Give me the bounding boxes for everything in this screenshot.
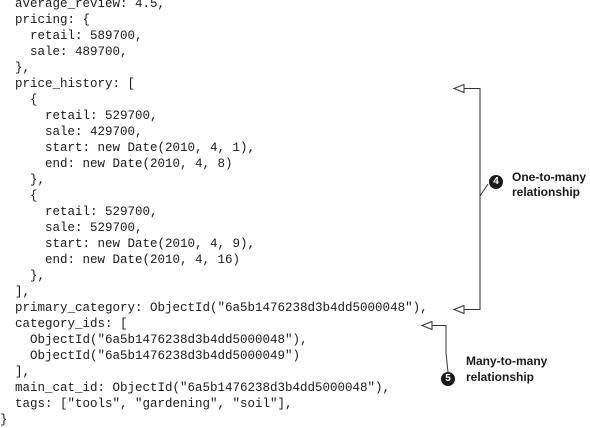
many-to-many-bracket-line bbox=[432, 325, 447, 353]
code-line: ObjectId("6a5b1476238d3b4dd5000048"), bbox=[0, 333, 308, 347]
code-line: average_review: 4.5, bbox=[0, 0, 166, 11]
code-listing: average_review: 4.5, pricing: { retail: … bbox=[0, 0, 428, 427]
arrowhead-icon bbox=[452, 304, 465, 315]
code-line: main_cat_id: ObjectId("6a5b1476238d3b4dd… bbox=[0, 381, 391, 395]
code-line: retail: 589700, bbox=[0, 29, 143, 43]
code-line: pricing: { bbox=[0, 13, 91, 27]
code-line: sale: 489700, bbox=[0, 45, 128, 59]
code-line: }, bbox=[0, 173, 46, 187]
code-line: ], bbox=[0, 365, 31, 379]
callout-label-line1: One-to-many bbox=[512, 170, 587, 184]
many-to-many-bracket bbox=[420, 320, 449, 373]
code-line: start: new Date(2010, 4, 1), bbox=[0, 141, 256, 155]
one-to-many-bracket bbox=[452, 83, 489, 315]
code-line: tags: ["tools", "gardening", "soil"], bbox=[0, 397, 293, 411]
callout-number-badge: 4 bbox=[489, 175, 503, 189]
code-line: sale: 429700, bbox=[0, 125, 143, 139]
callout-label-line2: relationship bbox=[466, 370, 535, 384]
code-line: start: new Date(2010, 4, 9), bbox=[0, 237, 256, 251]
many-to-many-leader-line bbox=[445, 352, 449, 373]
code-line: end: new Date(2010, 4, 16) bbox=[0, 253, 241, 267]
code-line: ], bbox=[0, 285, 31, 299]
one-to-many-bracket-line bbox=[464, 88, 481, 310]
callout-label-line2: relationship bbox=[512, 185, 581, 199]
code-line: }, bbox=[0, 269, 46, 283]
code-line: retail: 529700, bbox=[0, 205, 158, 219]
code-line: sale: 529700, bbox=[0, 221, 143, 235]
arrowhead-icon bbox=[452, 83, 465, 94]
code-line: category_ids: [ bbox=[0, 317, 128, 331]
code-line: end: new Date(2010, 4, 8) bbox=[0, 157, 233, 171]
code-line: primary_category: ObjectId("6a5b1476238d… bbox=[0, 301, 428, 315]
code-line: }, bbox=[0, 61, 31, 75]
code-line: { bbox=[0, 93, 38, 107]
code-line: ObjectId("6a5b1476238d3b4dd5000049") bbox=[0, 349, 301, 363]
callout-label-line1: Many-to-many bbox=[466, 354, 548, 368]
one-to-many-leader-line bbox=[479, 183, 489, 197]
code-line: } bbox=[0, 413, 8, 427]
code-line: retail: 529700, bbox=[0, 109, 158, 123]
code-line: { bbox=[0, 189, 38, 203]
arrowhead-icon bbox=[420, 320, 433, 331]
callout-number-badge: 5 bbox=[441, 372, 455, 386]
code-line: price_history: [ bbox=[0, 77, 136, 91]
